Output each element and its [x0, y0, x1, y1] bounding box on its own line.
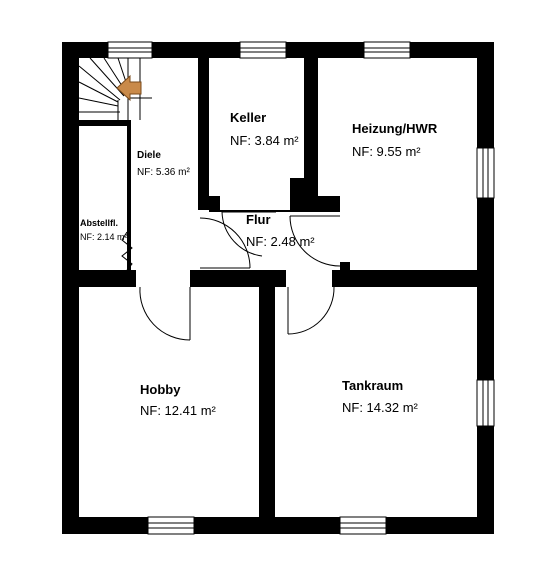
room-area-flur: NF: 2.48 m²	[246, 234, 315, 249]
door-opening-tank	[286, 270, 332, 287]
window-bottom-hobby	[147, 516, 195, 535]
wall-abstell	[127, 126, 131, 270]
door-heizung	[289, 215, 341, 267]
window-top-keller	[239, 41, 287, 59]
door-diele-flur	[199, 217, 251, 269]
tankraum-room	[275, 287, 477, 517]
door-tankraum	[287, 286, 335, 335]
hobby-room	[79, 287, 259, 517]
window-top-heizung	[363, 41, 411, 59]
room-name-flur: Flur	[246, 212, 271, 227]
room-area-tankraum: NF: 14.32 m²	[342, 400, 419, 415]
diele-room	[131, 58, 198, 270]
heizung-room	[318, 58, 477, 270]
door-opening-hobby	[136, 270, 190, 287]
window-right-tankraum	[476, 379, 495, 427]
door-opening-diele-flur	[198, 210, 209, 270]
room-name-tankraum: Tankraum	[342, 378, 403, 393]
wall-keller-corner	[290, 178, 318, 198]
wall-heizung-corner	[318, 196, 340, 212]
wall-heizung-stub	[340, 262, 350, 270]
keller-room	[209, 58, 304, 196]
room-name-heizung: Heizung/HWR	[352, 121, 438, 136]
window-top-left	[107, 41, 153, 59]
wall-hobby-tank	[259, 270, 275, 534]
keller-lower	[220, 190, 290, 210]
stair-direction-arrow	[116, 74, 142, 102]
room-area-diele: NF: 5.36 m²	[137, 167, 190, 178]
room-area-abstell: NF: 2.14 m²	[80, 232, 128, 242]
abstell-partition	[121, 231, 133, 271]
door-keller	[221, 211, 276, 257]
room-name-diele: Diele	[137, 150, 161, 161]
room-area-heizung: NF: 9.55 m²	[352, 144, 421, 159]
wall-diele-keller	[198, 58, 209, 210]
room-name-keller: Keller	[230, 110, 266, 125]
room-name-abstell: Abstellfl.	[80, 218, 118, 228]
abstell-room	[79, 126, 127, 270]
wall-stair-bottom	[79, 120, 131, 126]
wall-horizontal-mid	[62, 270, 494, 287]
heizung-lower	[340, 200, 370, 220]
door-hobby	[139, 286, 191, 341]
wall-keller-heizung	[304, 58, 318, 190]
room-name-hobby: Hobby	[140, 382, 181, 397]
room-area-hobby: NF: 12.41 m²	[140, 403, 217, 418]
window-right-heizung	[476, 147, 495, 199]
window-bottom-tankraum	[339, 516, 387, 535]
room-area-keller: NF: 3.84 m²	[230, 133, 299, 148]
